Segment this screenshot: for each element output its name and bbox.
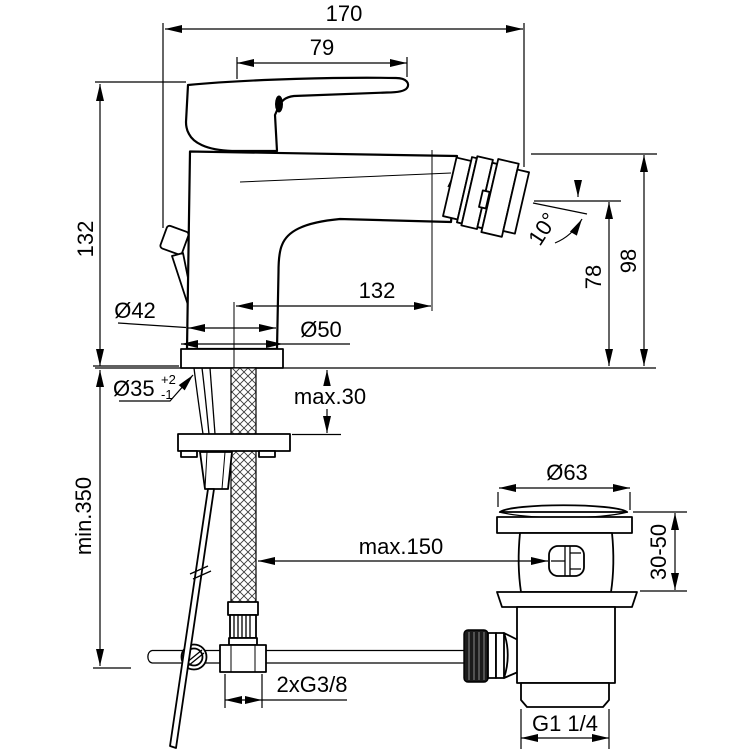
dim-handle-length-label: 79 bbox=[310, 35, 334, 60]
dim-deck-thickness-label: max.30 bbox=[294, 384, 366, 409]
dim-supply-connections-label: 2xG3/8 bbox=[277, 672, 348, 697]
pull-rod-lower bbox=[169, 488, 215, 749]
dim-total-projection-label: 170 bbox=[326, 1, 363, 26]
faucet-handle bbox=[184, 76, 410, 153]
dim-spout-angle-label: 10° bbox=[523, 208, 562, 250]
dim-handle-length: 79 bbox=[236, 35, 408, 79]
dimension-annotations: 170 79 132 min.350 max.30 bbox=[71, 1, 687, 749]
dim-supply-connections: 2xG3/8 bbox=[224, 672, 348, 708]
flex-hose-plain bbox=[193, 367, 216, 435]
dim-spout-angle: 10° bbox=[523, 180, 588, 250]
waste-lower-body bbox=[516, 606, 616, 684]
mounting-bracket bbox=[177, 433, 291, 458]
dim-mounting-hole-tol-plus: +2 bbox=[161, 372, 176, 387]
waste-outlet-thread bbox=[520, 682, 610, 708]
dim-mounting-hole-label: Ø35 bbox=[113, 376, 155, 401]
waste-lever-window bbox=[548, 545, 585, 577]
waste-cap bbox=[496, 504, 633, 534]
dim-clearance-below: min.350 bbox=[71, 370, 131, 669]
dim-waste-thread-label: G1 1/4 bbox=[532, 711, 598, 736]
base-flange bbox=[180, 348, 284, 369]
dim-spout-top-height-label: 98 bbox=[616, 249, 641, 273]
dim-spout-outlet-height-label: 78 bbox=[581, 265, 606, 289]
supply-tee-fitting bbox=[219, 601, 267, 673]
under-deck-group bbox=[95, 367, 656, 749]
pop-up-waste-group bbox=[496, 504, 638, 708]
dim-clearance-below-label: min.350 bbox=[71, 477, 96, 555]
dim-hose-to-waste-label: max.150 bbox=[359, 534, 443, 559]
handle-joint-shadow bbox=[275, 95, 283, 113]
dim-spout-reach: 132 bbox=[233, 150, 433, 368]
dim-deck-thickness: max.30 bbox=[292, 370, 369, 436]
dim-waste-cap-diameter-label: Ø63 bbox=[546, 460, 588, 485]
dim-waste-thread: G1 1/4 bbox=[520, 709, 610, 749]
dim-waste-clamp-range: 30-50 bbox=[633, 511, 687, 592]
dim-mounting-hole: Ø35 +2 -1 bbox=[113, 372, 194, 402]
aerator bbox=[442, 155, 530, 238]
dim-body-base-diameter-label: Ø42 bbox=[114, 298, 156, 323]
dim-spout-top-height: 98 bbox=[531, 153, 657, 366]
dim-spout-outlet-height: 78 bbox=[534, 200, 621, 366]
dim-body-height: 132 bbox=[73, 81, 186, 367]
dim-waste-cap-diameter: Ø63 bbox=[497, 460, 631, 510]
waste-clamp-flange bbox=[496, 591, 638, 608]
flex-hose-braided bbox=[230, 367, 257, 603]
faucet-body bbox=[185, 150, 459, 351]
waste-connector-knurl bbox=[463, 629, 519, 683]
hex-connector bbox=[199, 451, 233, 490]
dim-total-projection: 170 bbox=[162, 1, 525, 228]
dim-body-base-diameter: Ø42 bbox=[114, 298, 276, 332]
dim-hose-to-waste: max.150 bbox=[258, 534, 548, 565]
faucet-group bbox=[159, 76, 530, 369]
dim-body-height-label: 132 bbox=[73, 221, 98, 258]
dim-base-flange-diameter: Ø50 bbox=[181, 317, 350, 348]
dim-mounting-hole-tol-minus: -1 bbox=[161, 387, 173, 402]
body-accent-line bbox=[239, 172, 452, 183]
dim-spout-reach-label: 132 bbox=[359, 278, 396, 303]
dim-base-flange-diameter-label: Ø50 bbox=[300, 317, 342, 342]
dim-waste-clamp-range-label: 30-50 bbox=[646, 524, 671, 580]
